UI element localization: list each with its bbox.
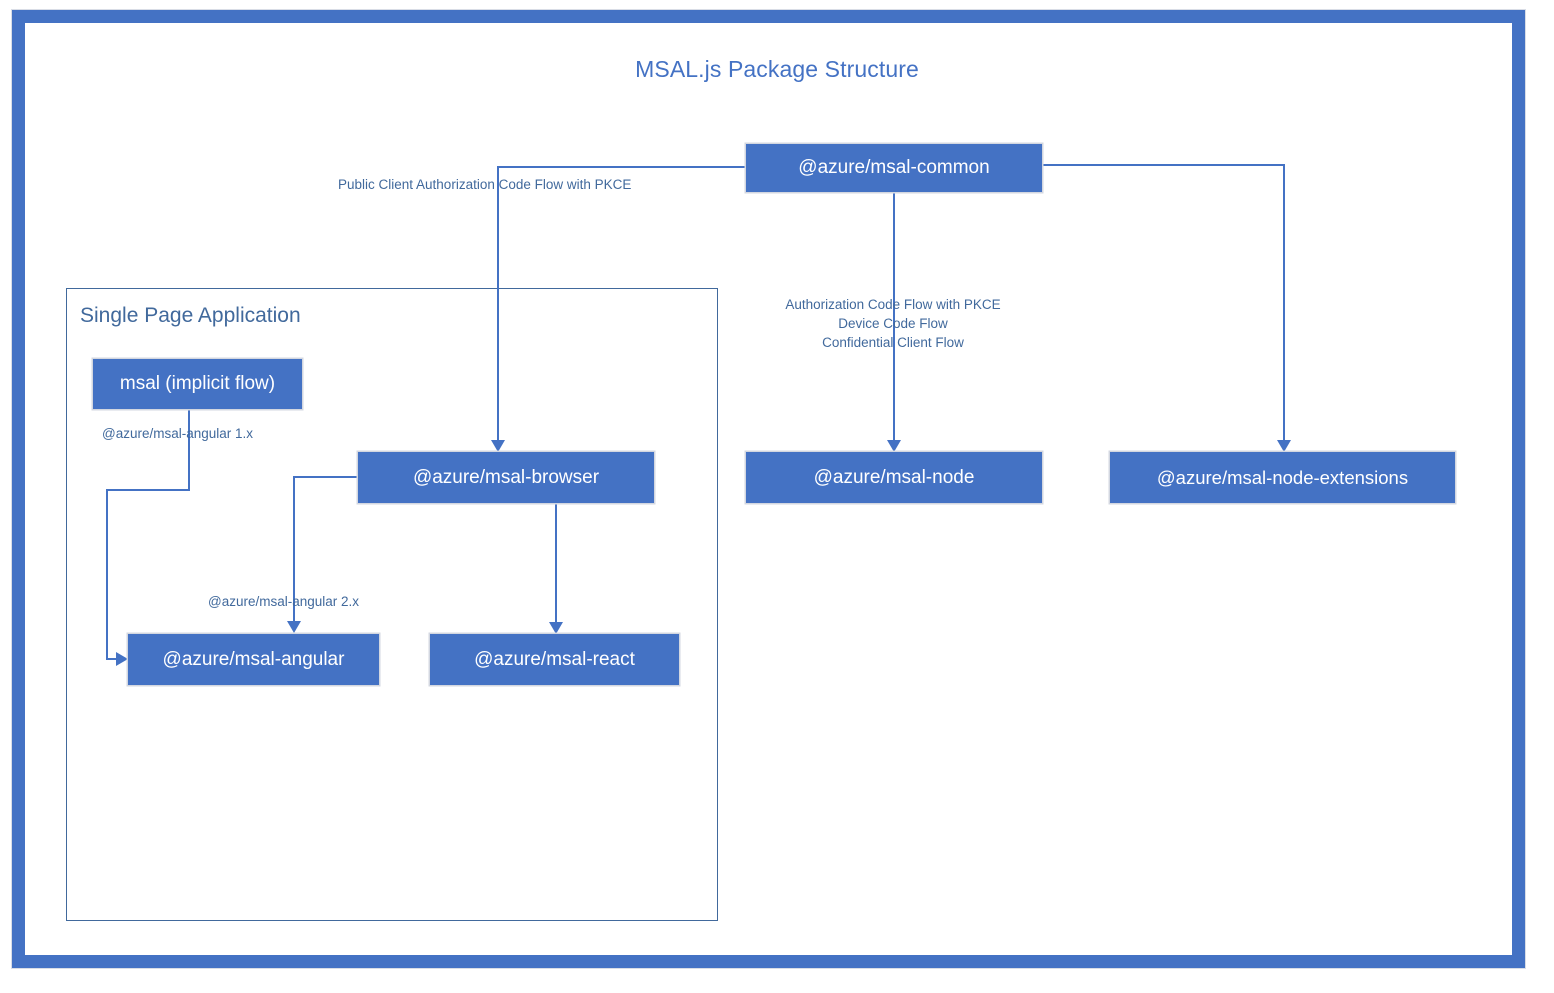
edge-label-implicit-to-angular: @azure/msal-angular 1.x <box>102 426 254 441</box>
connector-common-browser-horizontal <box>497 166 747 168</box>
connector-common-node-vertical <box>893 191 895 441</box>
arrow-common-to-node-extensions <box>1277 440 1291 452</box>
connector-implicit-angular-v2 <box>106 489 108 659</box>
node-label-msal-react: @azure/msal-react <box>474 648 635 670</box>
connector-common-browser-vertical <box>497 166 499 441</box>
connector-common-nodeext-vertical <box>1283 164 1285 441</box>
node-label-msal-browser: @azure/msal-browser <box>412 466 600 488</box>
group-single-page-application <box>66 288 718 921</box>
node-msal-browser[interactable]: @azure/msal-browser <box>358 452 654 503</box>
edge-label-common-to-node: Authorization Code Flow with PKCE Device… <box>743 295 1043 352</box>
node-label-msal-node-extensions: @azure/msal-node-extensions <box>1156 466 1409 488</box>
edge-label-line-1: Authorization Code Flow with PKCE <box>785 297 1001 312</box>
connector-implicit-angular-h <box>106 489 190 491</box>
node-label-msal-node: @azure/msal-node <box>813 466 975 488</box>
node-label-msal-implicit-flow: msal (implicit flow) <box>119 373 276 394</box>
connector-implicit-angular-v1 <box>188 409 190 491</box>
node-label-msal-common: @azure/msal-common <box>798 157 990 178</box>
node-msal-react[interactable]: @azure/msal-react <box>430 634 679 685</box>
arrow-common-to-node <box>887 440 901 452</box>
node-msal-node[interactable]: @azure/msal-node <box>746 452 1042 503</box>
group-label-single-page-application: Single Page Application <box>80 304 301 327</box>
arrow-browser-to-angular <box>287 621 301 633</box>
connector-browser-angular-horizontal <box>293 476 359 478</box>
node-label-msal-angular: @azure/msal-angular <box>162 648 345 670</box>
arrow-browser-to-react <box>549 622 563 634</box>
node-msal-node-extensions[interactable]: @azure/msal-node-extensions <box>1110 452 1455 503</box>
edge-label-line-3: Confidential Client Flow <box>822 335 964 350</box>
node-msal-angular[interactable]: @azure/msal-angular <box>128 634 379 685</box>
connector-browser-angular-vertical <box>293 476 295 622</box>
node-msal-common[interactable]: @azure/msal-common <box>746 144 1042 192</box>
edge-label-common-to-browser: Public Client Authorization Code Flow wi… <box>338 177 632 192</box>
connector-browser-react-vertical <box>555 503 557 623</box>
connector-common-nodeext-horizontal <box>1042 164 1284 166</box>
edge-label-browser-to-angular: @azure/msal-angular 2.x <box>208 594 360 609</box>
page-title: MSAL.js Package Structure <box>635 56 919 82</box>
arrow-common-to-browser <box>491 440 505 452</box>
arrow-implicit-to-angular <box>116 652 128 666</box>
node-msal-implicit-flow[interactable]: msal (implicit flow) <box>93 359 302 409</box>
connector-implicit-angular-h2 <box>106 658 120 660</box>
edge-label-line-2: Device Code Flow <box>838 316 948 331</box>
